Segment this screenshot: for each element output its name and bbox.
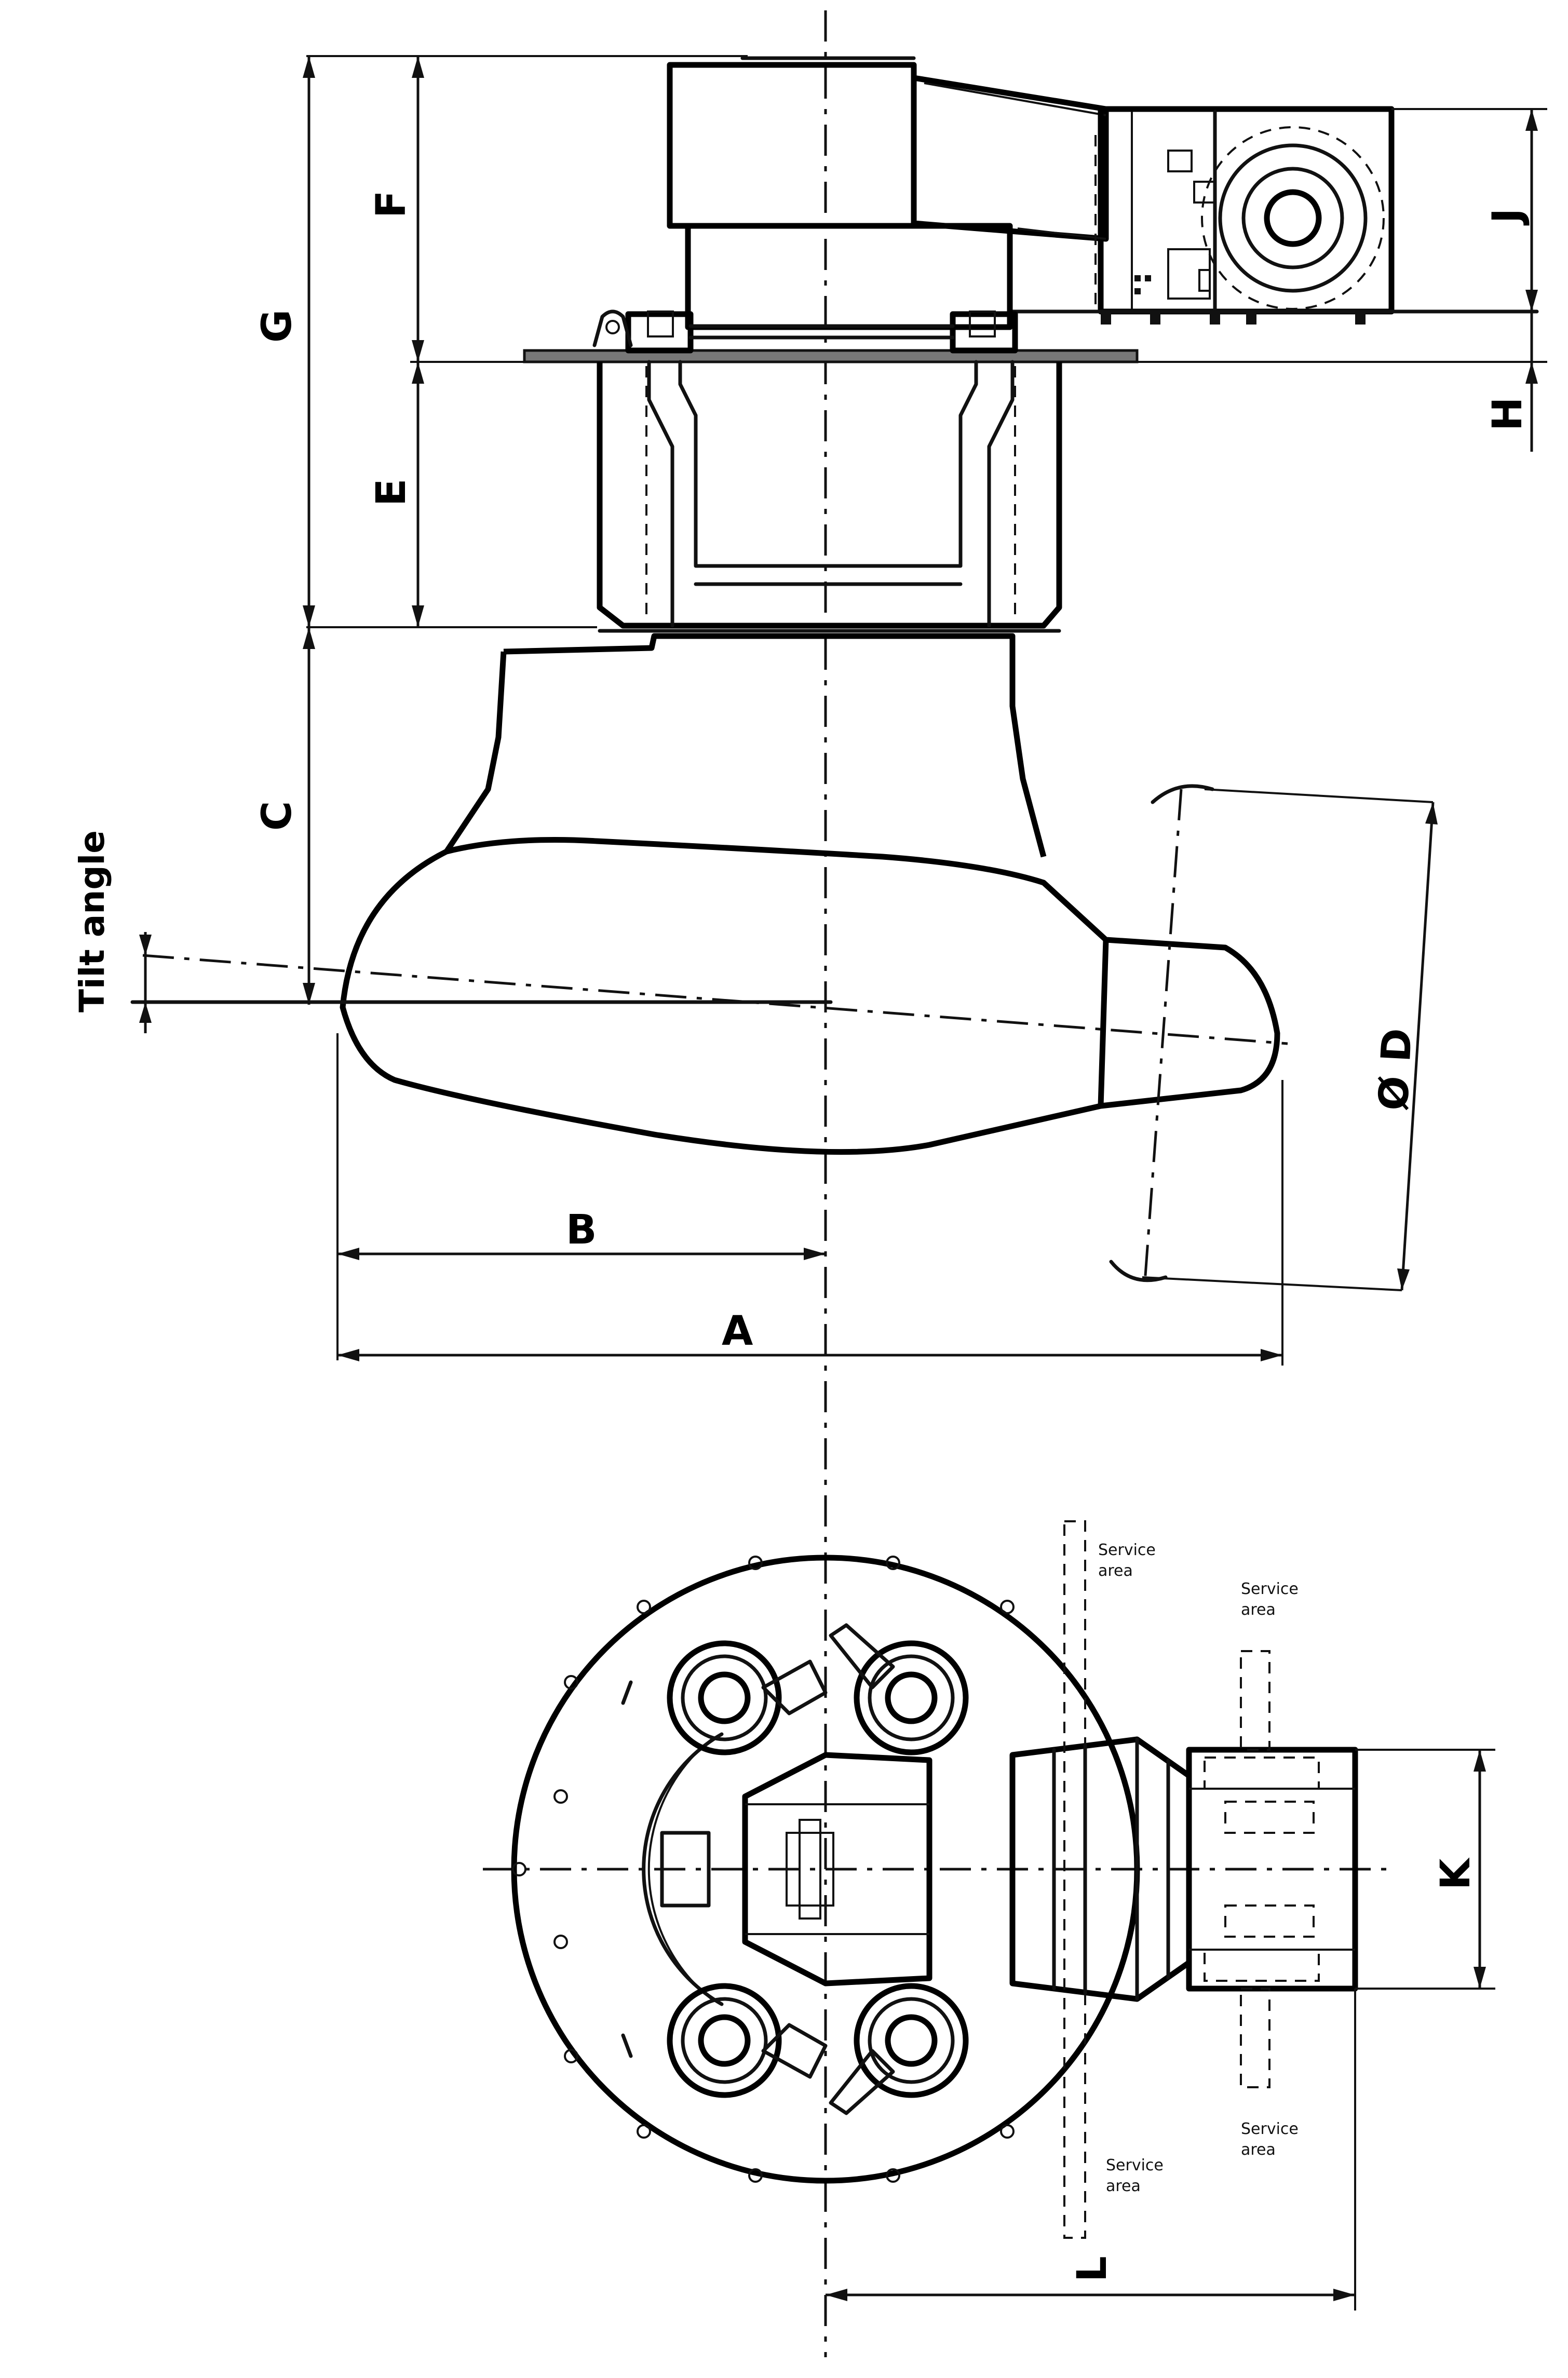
strut <box>503 633 1047 858</box>
service-area-3-line2: area <box>1241 2141 1276 2159</box>
dimension-l <box>826 1989 1356 2311</box>
label-j: J <box>1484 208 1531 226</box>
service-area-1-line1: Service <box>1098 1541 1156 1559</box>
dimension-k <box>1355 1749 1495 1990</box>
label-f: F <box>368 191 415 218</box>
service-area-1-line2: area <box>1098 1562 1133 1580</box>
service-area-4-line1: Service <box>1106 2156 1164 2174</box>
service-area-2-line2: area <box>1241 1601 1276 1619</box>
steering-motor-br <box>829 1983 969 2115</box>
label-d: Ø D <box>1370 1027 1421 1112</box>
mounting-flange <box>523 349 1139 363</box>
label-h: H <box>1484 397 1531 431</box>
label-l: L <box>1069 2256 1116 2282</box>
drive-duct <box>911 75 1109 242</box>
label-tilt-angle: Tilt angle <box>72 830 112 1012</box>
hex-column <box>742 1752 932 1987</box>
label-k: K <box>1432 1857 1479 1890</box>
label-g: G <box>254 309 301 343</box>
label-b: B <box>566 1207 597 1253</box>
label-a: A <box>722 1308 753 1355</box>
propeller-sweep <box>1143 789 1183 1283</box>
steering-motor-tl <box>667 1640 828 1755</box>
propulsion-pod <box>340 837 1280 1155</box>
label-e: E <box>368 479 415 506</box>
service-area-2-line1: Service <box>1241 1580 1299 1598</box>
service-area-3-line1: Service <box>1241 2120 1299 2138</box>
label-c: C <box>254 801 301 831</box>
plan-view <box>483 1520 1391 2239</box>
dimension-lines <box>139 55 1547 1366</box>
steering-motor-tr <box>829 1623 969 1755</box>
steering-motor-bl <box>667 1983 828 2098</box>
service-area-4-line2: area <box>1106 2177 1141 2195</box>
well-housing <box>597 362 1062 629</box>
plan-electric-motor <box>1186 1747 1358 1992</box>
pod-axis <box>142 954 1288 1045</box>
motor-housing <box>667 62 917 229</box>
side-elevation <box>130 56 1539 1291</box>
